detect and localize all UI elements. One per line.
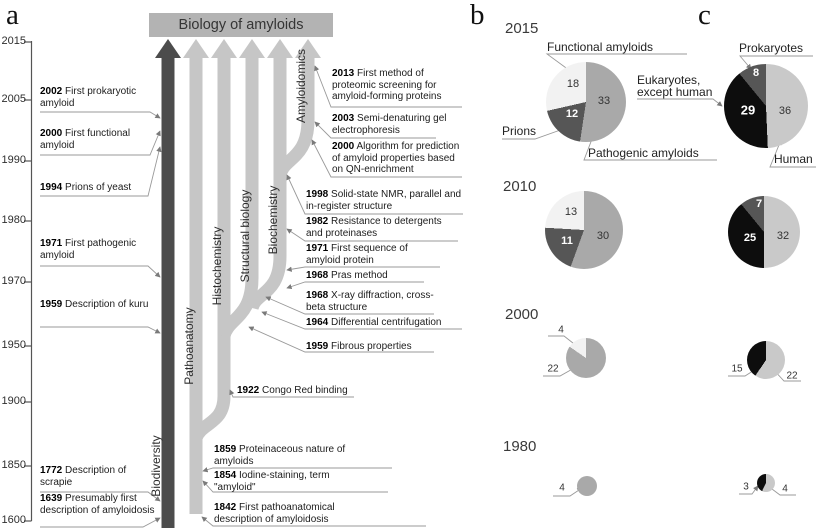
event-1994-prions-of-yeast: 1994 Prions of yeast <box>40 182 132 193</box>
branch-label-amyloidomics: Amyloidomics <box>294 49 308 124</box>
row-year-2010: 2010 <box>503 178 537 195</box>
row-year-1980: 1980 <box>503 438 537 455</box>
branch-biochemistry-line <box>245 57 287 311</box>
event-1971-first-sequence: 1971 First sequence of amyloid protein <box>306 243 408 266</box>
event-1968-xray-crossbeta: 1968 X-ray diffraction, cross-beta struc… <box>306 290 434 313</box>
axis-year-2015: 2015 <box>1 35 26 47</box>
event-1968-pras-method: 1968 Pras method <box>306 270 388 281</box>
event-1922-congo-red: 1922 Congo Red binding <box>237 385 348 396</box>
value-c2000-eukaryotes: 15 <box>731 363 743 375</box>
branch-arrowheads <box>155 39 321 58</box>
event-1854-iodine-staining: 1854 Iodine-staining, term "amyloid" <box>214 470 330 493</box>
pie-b-2000 <box>566 338 606 378</box>
label-functional-amyloids: Functional amyloids <box>547 40 654 54</box>
event-2002-first-prokaryotic: 2002 First prokaryotic amyloid <box>40 86 137 109</box>
label-prokaryotes: Prokaryotes <box>739 41 804 55</box>
pie-c-2015 <box>724 64 808 148</box>
value-b2015-functional: 18 <box>566 78 580 90</box>
axis-year-1850: 1850 <box>1 459 26 471</box>
event-leaders-left <box>40 111 162 528</box>
event-1959-fibrous: 1959 Fibrous properties <box>306 341 412 352</box>
event-2000-first-functional: 2000 First functional amyloid <box>40 128 131 151</box>
event-1772-scrapie: 1772 Description of scrapie <box>40 465 127 488</box>
pie-c-2010 <box>728 196 800 268</box>
axis-year-1980: 1980 <box>1 214 26 226</box>
event-1842-pathoanatomical: 1842 First pathoanatomical description o… <box>214 502 335 525</box>
event-1639-amyloidosis: 1639 Presumably first description of amy… <box>40 493 155 516</box>
value-b2010-prions: 11 <box>561 235 573 247</box>
event-2003-sdd-age: 2003 Semi-denaturing gel electrophoresis <box>332 113 447 136</box>
axis-year-1900: 1900 <box>1 395 26 407</box>
value-b2015-prions: 12 <box>565 108 579 120</box>
pie-c-2000 <box>747 341 785 379</box>
pie-b-2010 <box>545 191 623 269</box>
event-1998-ssnmr: 1998 Solid-state NMR, parallel and in-re… <box>306 189 462 212</box>
value-c2015-eukaryotes: 29 <box>740 102 756 118</box>
row-year-2015: 2015 <box>505 20 539 37</box>
axis-year-2005: 2005 <box>1 93 26 105</box>
branch-lines <box>189 57 315 514</box>
value-c2015-human: 36 <box>778 105 792 117</box>
value-c1980-eukaryotes: 3 <box>743 481 749 493</box>
event-1859-proteinaceous: 1859 Proteinaceous nature of amyloids <box>214 444 346 467</box>
panel-a-letter: a <box>6 0 19 31</box>
event-2000-qn-algorithm: 2000 Algorithm for prediction of amyloid… <box>332 141 460 175</box>
row-year-2000: 2000 <box>505 306 539 323</box>
value-c2000-human: 22 <box>786 370 798 382</box>
figure-title: Biology of amyloids <box>149 13 333 37</box>
value-b1980-pathogenic: 4 <box>559 482 565 494</box>
axis-year-1950: 1950 <box>1 339 26 351</box>
panel-c-letter: c <box>698 0 711 31</box>
event-1971-first-pathogenic: 1971 First pathogenic amyloid <box>40 238 137 261</box>
branch-label-structural-biology: Structural biology <box>238 189 252 283</box>
branch-structural-biology-line <box>217 57 259 339</box>
value-b2000-functional: 4 <box>558 324 564 336</box>
value-c2015-prokaryotes: 8 <box>752 67 760 79</box>
label-pathogenic-amyloids: Pathogenic amyloids <box>588 146 699 160</box>
value-c2010-prokaryotes: 7 <box>755 198 763 210</box>
branch-label-histochemistry: Histochemistry <box>210 226 224 306</box>
branch-amyloidomics-line <box>273 57 315 178</box>
value-c2010-human: 32 <box>776 230 790 242</box>
label-eukaryotes-except-human: Eukaryotes, except human <box>637 73 713 99</box>
event-1982-resistance: 1982 Resistance to detergents and protei… <box>306 216 442 239</box>
label-human: Human <box>774 152 813 166</box>
value-b2010-functional: 13 <box>564 206 578 218</box>
event-1959-kuru: 1959 Description of kuru <box>40 299 149 310</box>
pie-b-1980 <box>577 476 597 496</box>
pie-c-1980 <box>757 474 775 492</box>
value-b2000-pathogenic: 22 <box>547 363 559 375</box>
event-1964-centrifugation: 1964 Differential centrifugation <box>306 317 442 328</box>
axis-year-1600: 1600 <box>1 514 26 526</box>
branch-label-biochemistry: Biochemistry <box>266 185 280 255</box>
panel-b-letter: b <box>470 0 485 31</box>
value-c1980-human: 4 <box>782 483 788 495</box>
branch-histochemistry-line <box>189 57 231 442</box>
axis-year-1990: 1990 <box>1 154 26 166</box>
pie-b-2015 <box>546 62 626 142</box>
event-leaders-right <box>201 65 463 527</box>
value-b2015-pathogenic: 33 <box>597 95 611 107</box>
year-axis <box>24 41 33 522</box>
value-c2010-eukaryotes: 25 <box>743 232 757 244</box>
branch-label-pathoanatomy: Pathoanatomy <box>182 307 196 385</box>
label-prions: Prions <box>502 124 537 138</box>
value-b2010-pathogenic: 30 <box>596 230 610 242</box>
axis-year-1970: 1970 <box>1 275 26 287</box>
event-2013-proteomic-screening: 2013 First method of proteomic screening… <box>332 68 442 102</box>
